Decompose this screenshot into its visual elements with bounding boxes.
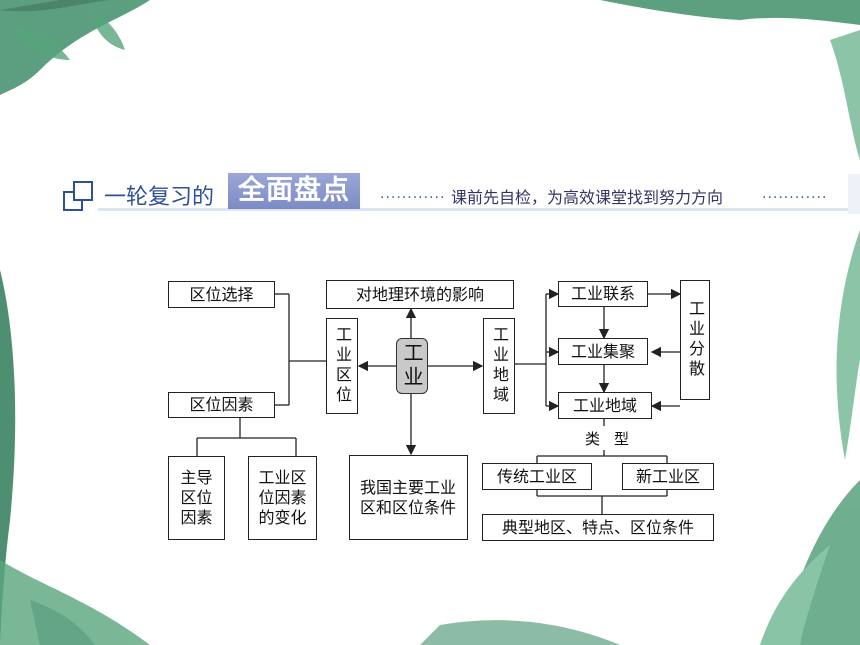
header-underline	[98, 174, 860, 214]
node-china-regions: 我国主要工业区和区位条件	[349, 455, 468, 540]
double-square-icon	[63, 181, 93, 211]
node-industrial-location: 工业区位	[326, 318, 358, 414]
node-ind-dispersion: 工业分散	[680, 280, 710, 400]
header-dots-right: ............	[762, 186, 828, 202]
node-industry-core: 工业	[396, 338, 428, 394]
header-title: 一轮复习的	[104, 185, 215, 210]
node-location-factors: 区位因素	[168, 392, 275, 418]
node-new-region: 新工业区	[622, 463, 714, 490]
node-ind-region-box: 工业地域	[558, 392, 652, 419]
label-types: 类型	[585, 430, 644, 448]
node-ind-linkage: 工业联系	[558, 281, 648, 307]
header-highlight: 全面盘点	[228, 173, 360, 209]
header-dots-left: ............	[380, 186, 446, 202]
node-ind-agglomeration: 工业集聚	[558, 338, 648, 365]
node-factor-changes: 工业区位因素的变化	[248, 456, 317, 540]
node-dominant-factors: 主导区位因素	[168, 456, 225, 540]
node-env-impact: 对地理环境的影响	[326, 280, 514, 309]
node-location-choice: 区位选择	[168, 281, 275, 308]
node-traditional-region: 传统工业区	[482, 463, 592, 490]
header-subtitle: 课前先自检，为高效课堂找到努力方向	[451, 188, 724, 207]
node-typical-regions: 典型地区、特点、区位条件	[482, 514, 714, 541]
node-industrial-region: 工业地域	[483, 318, 515, 414]
